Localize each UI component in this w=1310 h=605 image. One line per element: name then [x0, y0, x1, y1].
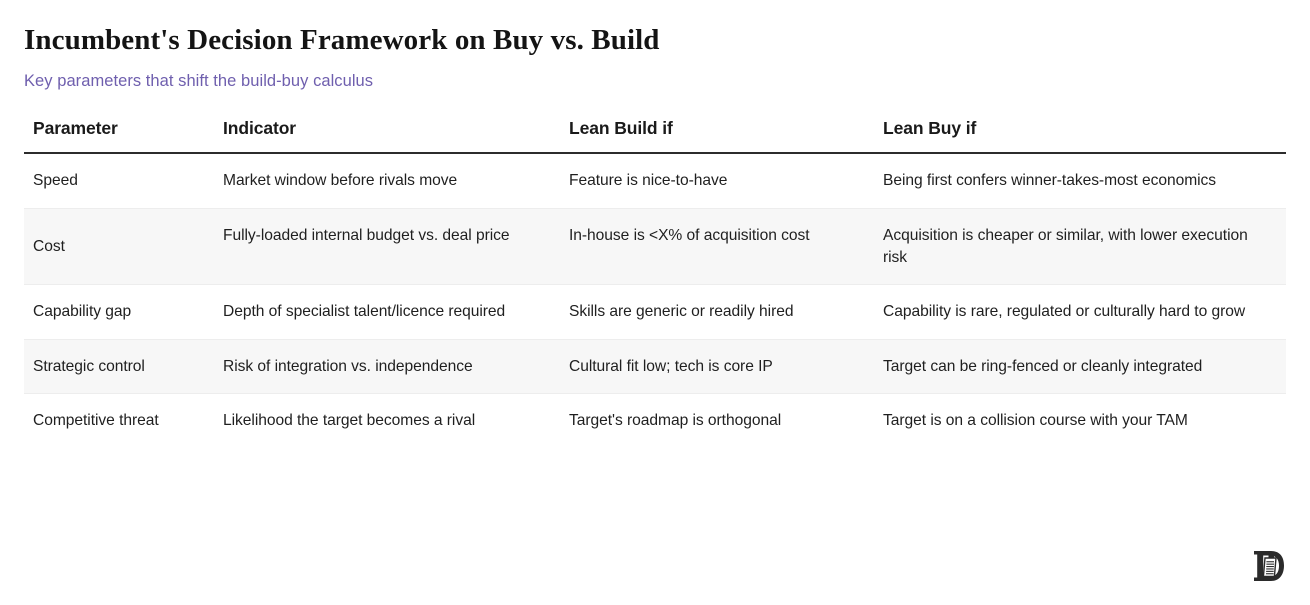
cell-indicator: Depth of specialist talent/licence requi… [223, 303, 506, 321]
cell-lean-buy: Target can be ring-fenced or cleanly int… [883, 357, 1203, 375]
cell-indicator: Likelihood the target becomes a rival [223, 412, 476, 430]
table-row: Strategic control Risk of integration vs… [24, 339, 1286, 394]
cell-lean-build: Feature is nice-to-have [569, 172, 728, 190]
header-block: Incumbent's Decision Framework on Buy vs… [0, 0, 1310, 91]
cell-parameter: Speed [33, 172, 78, 190]
table-container: Parameter Indicator Lean Build if Lean B… [0, 118, 1310, 447]
cell-lean-buy: Target is on a collision course with you… [883, 412, 1188, 430]
table-body: Speed Market window before rivals move F… [24, 153, 1286, 447]
cell-parameter: Competitive threat [33, 412, 159, 430]
table-row: Competitive threat Likelihood the target… [24, 394, 1286, 448]
cell-lean-build: Cultural fit low; tech is core IP [569, 357, 773, 375]
column-header-parameter: Parameter [33, 118, 118, 139]
table-header-row: Parameter Indicator Lean Build if Lean B… [24, 118, 1286, 154]
cell-lean-build: In-house is <X% of acquisition cost [569, 226, 810, 244]
cell-lean-build: Target's roadmap is orthogonal [569, 412, 782, 430]
table-row: Speed Market window before rivals move F… [24, 153, 1286, 209]
table-row: Cost Fully-loaded internal budget vs. de… [24, 208, 1286, 285]
cell-lean-buy: Being first confers winner-takes-most ec… [883, 172, 1217, 190]
table-row: Capability gap Depth of specialist talen… [24, 285, 1286, 340]
publisher-monogram-logo-icon [1252, 547, 1286, 585]
cell-indicator: Fully-loaded internal budget vs. deal pr… [223, 226, 510, 244]
framework-table: Parameter Indicator Lean Build if Lean B… [24, 118, 1286, 447]
cell-parameter: Strategic control [33, 357, 145, 375]
page-subtitle: Key parameters that shift the build-buy … [24, 72, 374, 91]
column-header-lean-build: Lean Build if [569, 118, 673, 139]
cell-parameter: Capability gap [33, 303, 132, 321]
cell-indicator: Market window before rivals move [223, 172, 458, 190]
cell-lean-buy: Acquisition is cheaper or similar, with … [883, 226, 1248, 266]
page-title: Incumbent's Decision Framework on Buy vs… [24, 24, 660, 56]
cell-parameter: Cost [33, 237, 65, 255]
column-header-lean-buy: Lean Buy if [883, 118, 977, 139]
cell-lean-build: Skills are generic or readily hired [569, 303, 794, 321]
cell-indicator: Risk of integration vs. independence [223, 357, 473, 375]
cell-lean-buy: Capability is rare, regulated or cultura… [883, 303, 1246, 321]
table-header: Parameter Indicator Lean Build if Lean B… [24, 118, 1286, 154]
column-header-indicator: Indicator [223, 118, 296, 139]
